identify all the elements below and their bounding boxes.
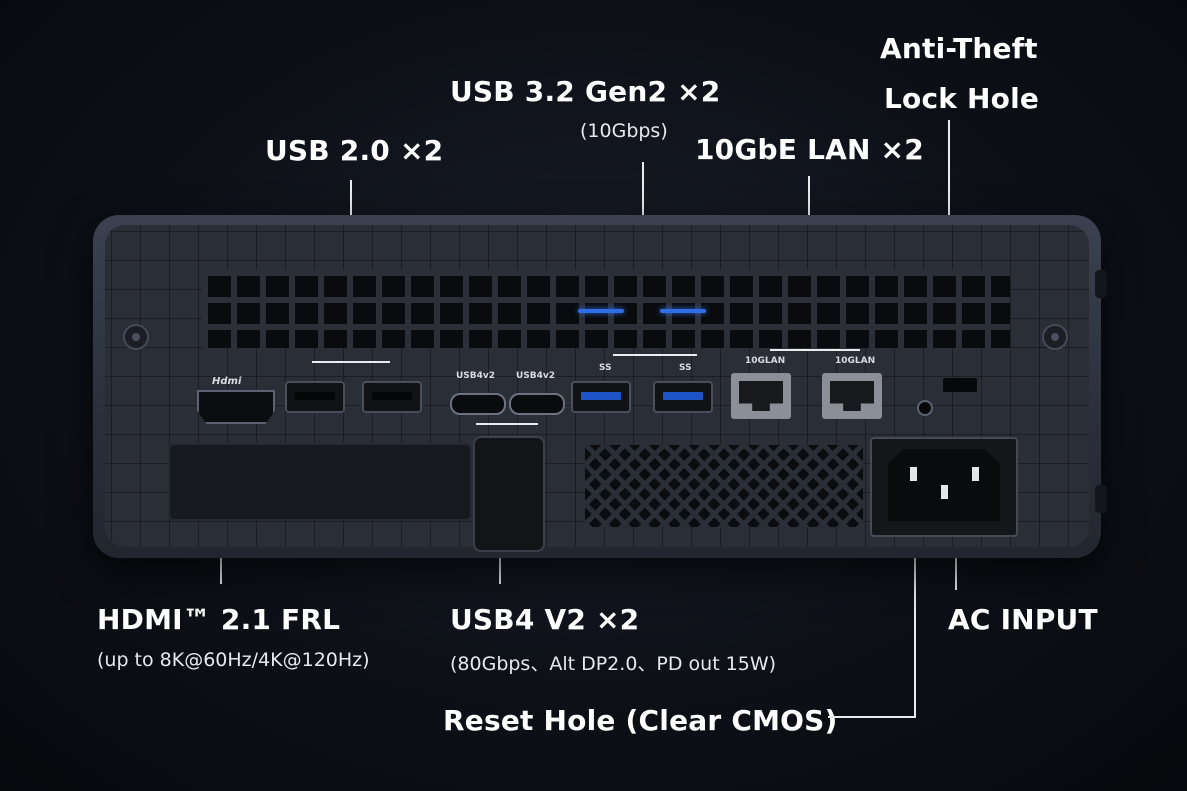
reset-leader-vertical: [914, 410, 916, 718]
usb4-label: USB4 V2 ×2: [450, 603, 640, 636]
lan-port-left: [731, 373, 791, 419]
foot-right-top: [1095, 270, 1107, 298]
hdmi-leader: [220, 548, 222, 584]
lock-label-line2: Lock Hole: [884, 82, 1040, 115]
usb2-port-left: [285, 381, 345, 413]
foot-right-bottom: [1095, 485, 1107, 513]
mini-pc-rear-panel: Hdmi USB4v2 USB4v2 SS SS 10GLAN 10GLAN: [93, 215, 1107, 558]
usb32-port-right: [653, 381, 713, 413]
ss-marking-left: SS: [599, 363, 612, 373]
lock-label-line1: Anti-Theft: [880, 32, 1038, 65]
usb32-bracket: [613, 354, 697, 356]
ac-pin-center: [941, 485, 948, 499]
lan-bracket: [770, 349, 860, 351]
ac-input-label: AC INPUT: [948, 603, 1098, 636]
ac-input-socket: [870, 437, 1018, 537]
usb4-marking-right: USB4v2: [516, 371, 556, 381]
screw-left: [123, 324, 149, 350]
cover-latch: [473, 436, 545, 552]
rear-grid-panel: Hdmi USB4v2 USB4v2 SS SS 10GLAN 10GLAN: [105, 225, 1089, 552]
usb4-port-left: [450, 393, 506, 415]
hdmi-logo: Hdmi: [212, 376, 242, 387]
lan-marking-left: 10GLAN: [745, 356, 786, 366]
lan-marking-right: 10GLAN: [835, 356, 876, 366]
hdmi-detail-label: (up to 8K@60Hz/4K@120Hz): [97, 649, 370, 671]
hdmi-port: [197, 390, 275, 424]
expansion-cover: [168, 443, 472, 521]
blue-led-right: [660, 309, 706, 313]
lan-port-right: [822, 373, 882, 419]
anti-theft-lock-hole: [943, 378, 977, 392]
usb4-port-right: [509, 393, 565, 415]
reset-leader-horizontal: [828, 716, 916, 718]
usb4-bracket: [476, 423, 538, 425]
ac-pin-left: [910, 467, 917, 481]
lower-vent-mesh: [585, 445, 863, 527]
usb2-bracket: [312, 361, 390, 363]
lan-label: 10GbE LAN ×2: [695, 133, 924, 166]
reset-label: Reset Hole (Clear CMOS): [443, 704, 838, 737]
ac-socket-face: [888, 449, 1000, 521]
usb2-port-right: [362, 381, 422, 413]
usb32-label: USB 3.2 Gen2 ×2: [450, 75, 721, 108]
usb4-detail-label: (80Gbps、Alt DP2.0、PD out 15W): [450, 653, 777, 675]
usb32-speed-label: (10Gbps): [580, 120, 668, 142]
usb32-port-left: [571, 381, 631, 413]
blue-led-left: [578, 309, 624, 313]
screw-right: [1042, 324, 1068, 350]
ss-marking-right: SS: [679, 363, 692, 373]
usb2-label: USB 2.0 ×2: [265, 134, 444, 167]
usb4-marking-left: USB4v2: [456, 371, 496, 381]
reset-hole: [917, 400, 933, 416]
ac-pin-right: [972, 467, 979, 481]
hdmi-label: HDMI™ 2.1 FRL: [97, 603, 341, 636]
